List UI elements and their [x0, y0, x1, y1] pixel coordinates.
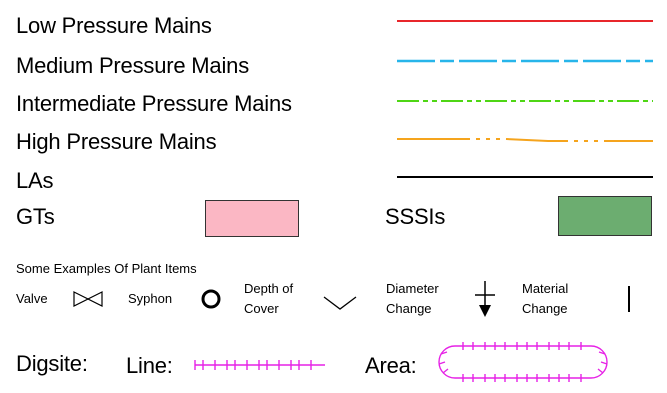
digsite-line-icon: [194, 360, 325, 370]
medium-pressure-mains-label: Medium Pressure Mains: [16, 53, 249, 78]
valve-icon: [73, 291, 103, 307]
gts-swatch: [205, 200, 299, 237]
intermediate-pressure-mains-label: Intermediate Pressure Mains: [16, 91, 292, 116]
sssis-swatch: [558, 196, 652, 236]
plant-heading: Some Examples Of Plant Items: [16, 261, 197, 276]
digsite-area-icon: [438, 342, 608, 382]
depth-of-cover-label-line2: Cover: [244, 301, 279, 316]
material-change-label-line1: Material: [522, 281, 569, 296]
material-change-icon: [628, 286, 630, 312]
material-change-label-line2: Change: [522, 301, 568, 316]
depth-of-cover-icon: [323, 296, 357, 310]
digsite-label: Digsite:: [16, 351, 88, 376]
low-pressure-mains-label: Low Pressure Mains: [16, 13, 212, 38]
las-label: LAs: [16, 168, 54, 193]
depth-of-cover-label-line1: Depth of: [244, 281, 294, 296]
syphon-icon: [201, 289, 221, 309]
high-pressure-mains-label: High Pressure Mains: [16, 129, 217, 154]
syphon-label: Syphon: [128, 291, 173, 306]
valve-label: Valve: [16, 291, 48, 306]
diameter-change-icon: [475, 281, 495, 317]
high-pressure-mains-line: [397, 138, 653, 142]
diameter-change-label-line1: Diameter: [386, 281, 439, 296]
digsite-area-label: Area:: [365, 353, 417, 378]
diameter-change-label-line2: Change: [386, 301, 432, 316]
sssis-label: SSSIs: [385, 204, 446, 229]
gts-label: GTs: [16, 204, 55, 229]
digsite-line-label: Line:: [126, 353, 173, 378]
